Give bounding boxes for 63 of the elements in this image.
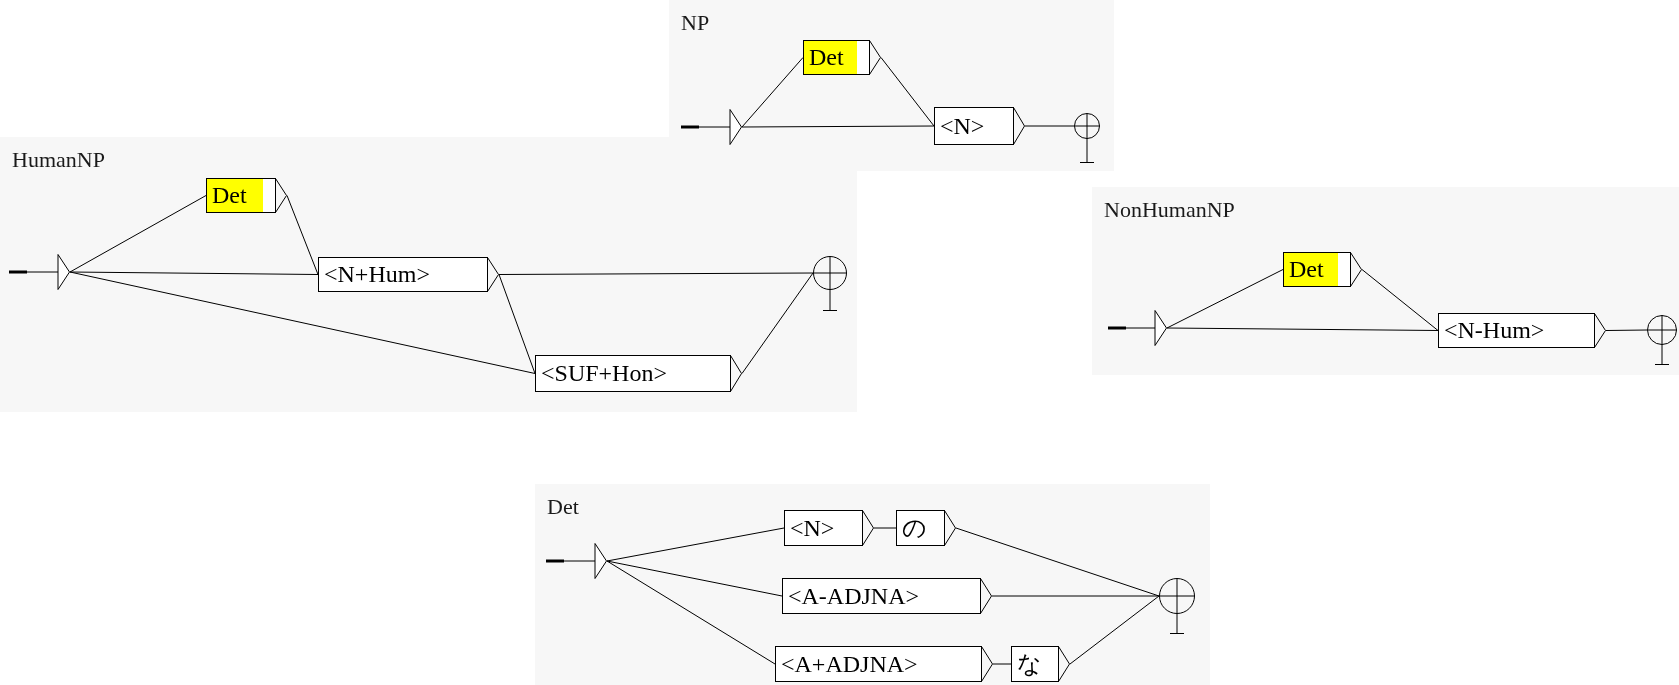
transition-line xyxy=(606,560,783,597)
transition-box xyxy=(1438,313,1606,348)
transition-line xyxy=(498,272,814,275)
graph-title: NP xyxy=(681,10,710,36)
transition-line xyxy=(1069,595,1160,665)
transition-line xyxy=(69,195,207,273)
transition-line xyxy=(991,595,1160,597)
final-state-icon xyxy=(1074,113,1100,163)
box-label: <N+Hum> xyxy=(324,260,430,289)
transition-line xyxy=(880,57,935,127)
subgraph-call-box xyxy=(206,178,287,213)
transition-box xyxy=(775,646,993,682)
initial-state-icon xyxy=(1108,310,1167,346)
graph-title: Det xyxy=(547,494,579,520)
transition-line xyxy=(606,560,776,665)
graph-panel xyxy=(1092,187,1679,375)
subgraph-call-box xyxy=(803,40,881,75)
transition-box xyxy=(782,578,992,614)
final-state-icon xyxy=(1647,315,1677,365)
box-label: <N> xyxy=(940,112,985,141)
transition-line xyxy=(1024,125,1075,127)
initial-state-icon xyxy=(9,254,70,290)
transition-line xyxy=(1605,329,1648,331)
transition-line xyxy=(286,195,319,275)
transition-line xyxy=(741,57,804,128)
box-label: の xyxy=(902,514,927,543)
transition-line xyxy=(1166,327,1439,331)
transition-line xyxy=(1361,269,1439,331)
final-state-icon xyxy=(813,256,847,311)
subgraph-call-box xyxy=(1283,252,1362,287)
box-label: Det xyxy=(1289,255,1324,284)
transition-box xyxy=(1011,646,1070,682)
transition-line xyxy=(69,271,319,275)
final-state-icon xyxy=(1159,578,1195,634)
transition-box xyxy=(896,510,956,546)
box-label: <SUF+Hon> xyxy=(541,359,667,388)
transition-line xyxy=(1166,269,1284,329)
box-label: Det xyxy=(809,43,844,72)
box-label: <A+ADJNA> xyxy=(781,650,918,679)
box-label: Det xyxy=(212,181,247,210)
transition-line xyxy=(69,271,536,374)
initial-state-icon xyxy=(546,543,607,579)
transition-line xyxy=(955,527,1160,597)
graph-panel xyxy=(669,0,1114,171)
transition-line xyxy=(498,274,536,374)
graph-panel xyxy=(535,484,1210,685)
transition-line xyxy=(992,663,1012,665)
initial-state-icon xyxy=(681,109,742,145)
graph-title: HumanNP xyxy=(12,147,105,173)
transition-line xyxy=(873,527,897,529)
transition-line xyxy=(741,125,935,128)
transition-box xyxy=(934,107,1025,145)
transition-line xyxy=(741,272,814,374)
box-label: な xyxy=(1017,650,1042,679)
box-label: <N> xyxy=(790,514,835,543)
graph-panel xyxy=(0,137,857,412)
transition-line xyxy=(606,527,785,562)
graph-title: NonHumanNP xyxy=(1104,197,1235,223)
box-label: <N-Hum> xyxy=(1444,316,1545,345)
transition-box xyxy=(318,257,499,292)
box-label: <A-ADJNA> xyxy=(788,582,920,611)
transition-box xyxy=(784,510,874,546)
transition-box xyxy=(535,355,742,392)
